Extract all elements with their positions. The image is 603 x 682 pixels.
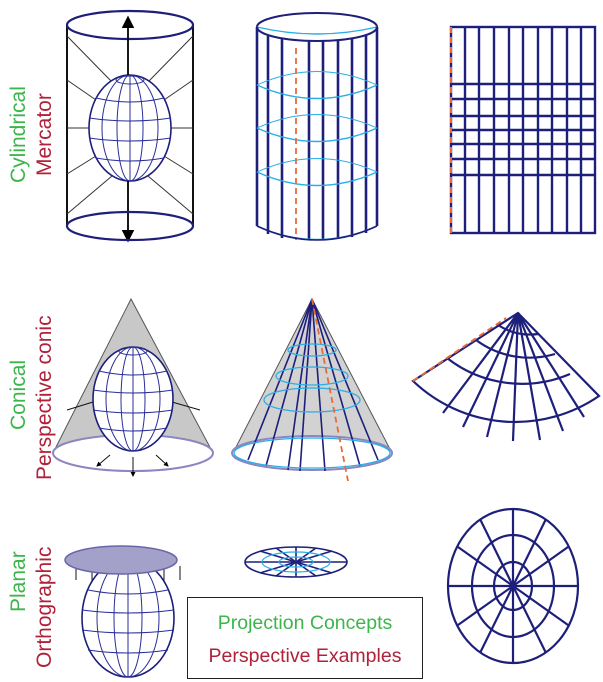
legend-box: Projection Concepts Perspective Examples [187,597,423,679]
planar-globe-figure [64,545,181,678]
conic-map-figure [411,311,601,442]
cylinder-globe-figure [65,9,195,243]
plane-grid-figure [244,546,348,578]
row-concept-conical: Conical [7,359,30,430]
legend-concepts: Projection Concepts [217,612,393,634]
row-example-perspective-conic: Perspective conic [33,315,56,480]
row-example-orthographic: Orthographic [33,546,56,668]
cone-grid-figure [231,297,393,482]
row-example-mercator: Mercator [33,93,56,176]
orthographic-map-figure [446,507,580,665]
mercator-map-figure [449,25,597,235]
row-concept-planar: Planar [7,551,30,612]
cone-globe-figure [52,297,214,477]
legend-examples: Perspective Examples [208,645,402,667]
cylinder-grid-figure [255,12,379,241]
row-concept-cylindrical: Cylindrical [7,86,30,183]
